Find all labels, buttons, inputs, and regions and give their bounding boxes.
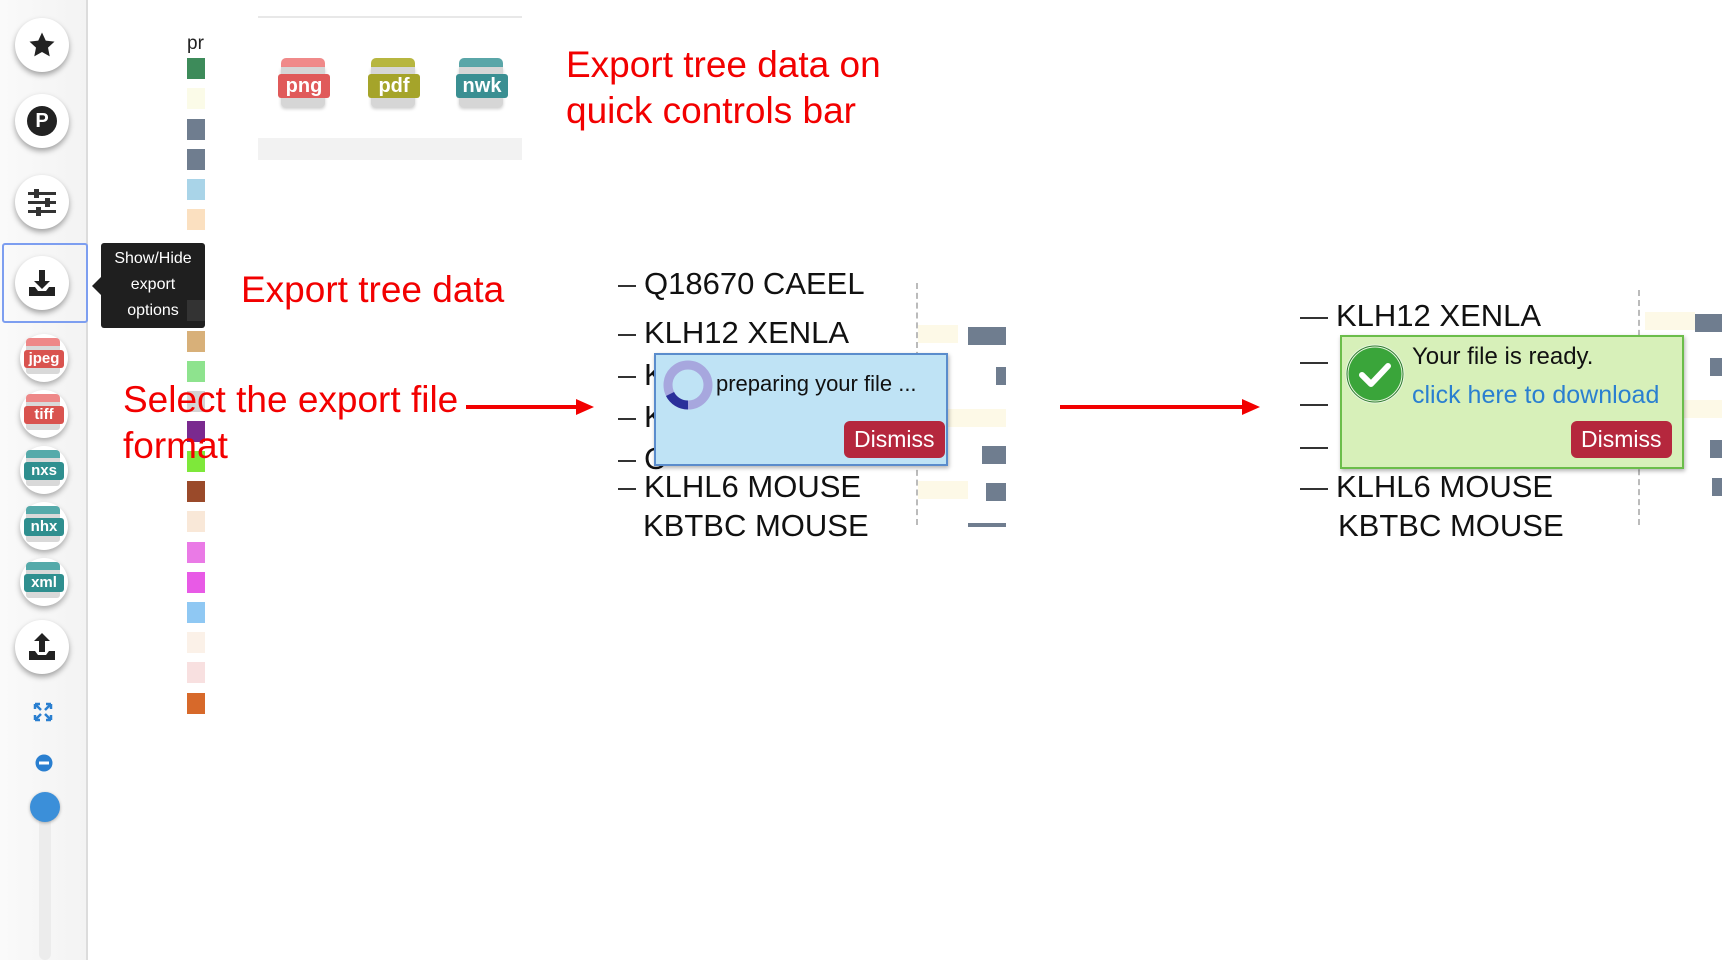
zoom-slider-track[interactable]: [39, 800, 51, 960]
tree-leaf-label: KLHL6 MOUSE: [1300, 469, 1553, 505]
legend-swatch: [187, 119, 205, 140]
expand-arrows-icon[interactable]: [33, 702, 53, 722]
upload-icon: [29, 633, 55, 660]
tree-leaf-label: KLH12 XENLA: [1300, 298, 1541, 334]
tree-leaf-label: KLHL6 MOUSE: [618, 469, 861, 505]
loading-spinner-icon: [663, 360, 713, 410]
minus-circle-icon[interactable]: [35, 754, 53, 772]
xml-label: xml: [24, 574, 64, 592]
annotation-select-format: Select the export file format: [123, 379, 459, 466]
export-nxs-button[interactable]: nxs: [20, 446, 68, 494]
legend-swatch: [187, 451, 205, 472]
png-label: png: [278, 74, 330, 98]
download-link[interactable]: click here to download: [1412, 381, 1660, 409]
favorite-button[interactable]: [15, 18, 69, 72]
tree-crop-ready: KLH12 XENLA KLHL6 MOUSE KBTBC MOUSE: [1300, 290, 1722, 543]
legend-swatch: [187, 391, 205, 412]
dismiss-button[interactable]: Dismiss: [844, 421, 945, 458]
legend-swatch: [187, 300, 205, 321]
legend-swatch: [187, 421, 205, 442]
quick-export-nwk-button[interactable]: nwk: [456, 58, 508, 116]
legend-swatch: [187, 149, 205, 170]
zoom-slider-handle[interactable]: [30, 792, 60, 822]
settings-sliders-button[interactable]: [15, 175, 69, 229]
pdf-label: pdf: [368, 74, 420, 98]
legend-header: pr: [187, 33, 204, 54]
legend-swatch: [187, 602, 205, 623]
export-tooltip: Show/Hide export options: [92, 243, 205, 328]
export-options-button[interactable]: [15, 256, 69, 310]
download-icon: [29, 270, 55, 296]
tree-leaf-label: KBTBC MOUSE: [1338, 508, 1564, 543]
tree-leaf-label: KBTBC MOUSE: [643, 508, 869, 543]
export-jpeg-button[interactable]: jpeg: [20, 334, 68, 382]
import-button[interactable]: [15, 620, 69, 674]
dismiss-button[interactable]: Dismiss: [1571, 421, 1672, 458]
tiff-label: tiff: [24, 406, 64, 424]
export-button-highlight: [2, 243, 88, 323]
export-nhx-button[interactable]: nhx: [20, 502, 68, 550]
checkmark-icon: [1345, 344, 1405, 404]
p-button[interactable]: P: [15, 94, 69, 148]
nhx-label: nhx: [24, 518, 64, 536]
legend-swatch: [187, 88, 205, 109]
export-tiff-button[interactable]: tiff: [20, 390, 68, 438]
nxs-label: nxs: [24, 462, 64, 480]
quick-export-pdf-button[interactable]: pdf: [368, 58, 420, 116]
file-ready-notification: Your file is ready. click here to downlo…: [1340, 335, 1684, 469]
legend-swatch: [187, 58, 205, 79]
legend-swatch: [187, 331, 205, 352]
tree-crop-preparing: Q18670 CAEEL KLH12 XENLA K K C KLHL6 MOU…: [618, 266, 1006, 543]
legend-swatch: [187, 179, 205, 200]
legend-swatch: [187, 361, 205, 382]
preparing-file-notification: preparing your file ... Dismiss: [654, 353, 948, 466]
legend-swatch: [187, 632, 205, 653]
arrow-right-icon: [1060, 399, 1260, 415]
quick-controls-bar: png pdf nwk: [258, 16, 522, 160]
star-icon: [29, 32, 55, 57]
preparing-message: preparing your file ...: [716, 371, 917, 396]
annotation-export: Export tree data: [241, 269, 505, 310]
legend-swatch: [187, 572, 205, 593]
jpeg-label: jpeg: [24, 350, 64, 368]
legend-swatch: [187, 662, 205, 683]
tree-leaf-label: KLH12 XENLA: [618, 315, 849, 351]
legend-swatch: [187, 693, 205, 714]
p-badge-icon: P: [27, 106, 57, 136]
tree-leaf-label: Q18670 CAEEL: [618, 266, 865, 302]
legend-swatch: [187, 481, 205, 502]
legend-swatch: [187, 542, 205, 563]
sliders-icon: [28, 189, 56, 216]
legend-swatch: [187, 209, 205, 230]
export-xml-button[interactable]: xml: [20, 558, 68, 606]
arrow-right-icon: [466, 399, 594, 415]
annotation-quick-controls: Export tree data on quick controls bar: [566, 44, 881, 131]
file-ready-message: Your file is ready.: [1412, 343, 1594, 370]
legend-swatch: [187, 511, 205, 532]
quick-export-png-button[interactable]: png: [278, 58, 330, 116]
nwk-label: nwk: [456, 74, 508, 98]
